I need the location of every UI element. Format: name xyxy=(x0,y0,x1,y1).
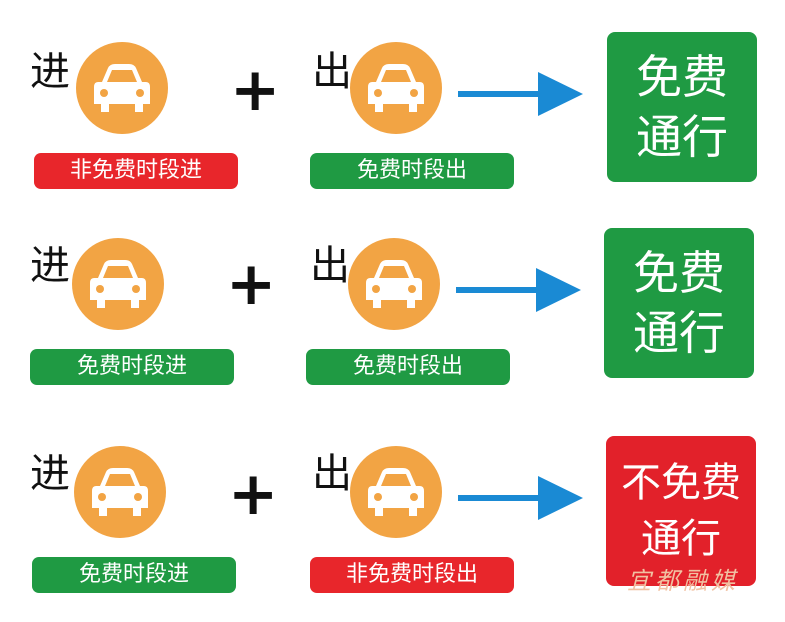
plus-sign: + xyxy=(228,459,279,529)
watermark: 宜都融媒 xyxy=(627,567,739,595)
exit-time-tag: 免费时段出 xyxy=(310,153,514,189)
enter-label: 进 xyxy=(30,49,70,95)
exit-label: 出 xyxy=(312,49,352,95)
car-icon xyxy=(72,238,164,330)
result-line-1: 免费 xyxy=(633,246,725,300)
rule-row-1: 进 + 出 非免费时段进 免费时段出 免费 通行 xyxy=(0,0,785,189)
enter-time-tag: 免费时段进 xyxy=(32,557,236,593)
arrow-right-icon xyxy=(458,476,583,520)
result-line-2: 通行 xyxy=(641,516,721,562)
car-icon xyxy=(350,42,442,134)
car-icon xyxy=(76,42,168,134)
result-line-1: 不免费 xyxy=(621,460,741,506)
car-icon xyxy=(350,446,442,538)
plus-sign: + xyxy=(230,55,281,125)
result-line-2: 通行 xyxy=(633,306,725,360)
exit-time-tag: 免费时段出 xyxy=(306,349,510,385)
enter-label: 进 xyxy=(30,451,70,497)
result-box: 不免费 通行 xyxy=(606,436,756,586)
arrow-right-icon xyxy=(456,268,581,312)
exit-label: 出 xyxy=(310,243,350,289)
car-icon xyxy=(74,446,166,538)
enter-time-tag: 免费时段进 xyxy=(30,349,234,385)
result-line-2: 通行 xyxy=(636,110,728,164)
rule-row-3: 进 + 出 免费时段进 非免费时段出 不免费 通行 xyxy=(0,404,785,593)
exit-label: 出 xyxy=(312,451,352,497)
rule-row-2: 进 + 出 免费时段进 免费时段出 免费 通行 xyxy=(0,196,785,385)
plus-sign: + xyxy=(226,249,277,319)
exit-time-tag: 非免费时段出 xyxy=(310,557,514,593)
enter-label: 进 xyxy=(30,243,70,289)
result-box: 免费 通行 xyxy=(607,32,757,182)
arrow-right-icon xyxy=(458,72,583,116)
enter-time-tag: 非免费时段进 xyxy=(34,153,238,189)
result-line-1: 免费 xyxy=(636,50,728,104)
car-icon xyxy=(348,238,440,330)
result-box: 免费 通行 xyxy=(604,228,754,378)
